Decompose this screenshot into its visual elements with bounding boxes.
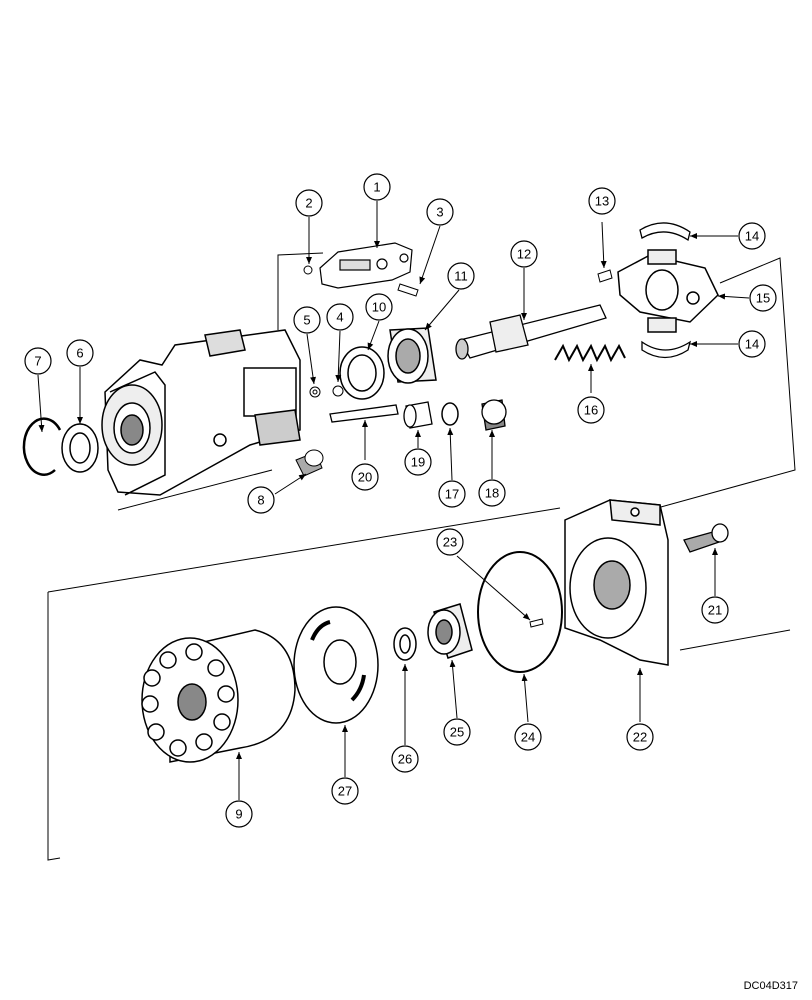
callout-9: 9	[235, 807, 242, 822]
lower-plane-outline	[47, 507, 791, 861]
ring-part-17	[441, 402, 459, 426]
callout-13: 13	[595, 194, 609, 209]
screw-part-3	[397, 283, 419, 297]
callout-4: 4	[336, 310, 343, 325]
ring-part-26	[393, 627, 417, 661]
valve-plate-part-27	[293, 606, 379, 724]
ring-part-10	[339, 346, 385, 400]
drawing-code: DC04D317	[743, 980, 798, 992]
plug-part-2	[303, 265, 313, 275]
callout-8: 8	[257, 493, 264, 508]
bearing-part-11	[387, 327, 437, 384]
callout-15: 15	[756, 291, 770, 306]
control-valve-part	[319, 242, 413, 289]
callout-25: 25	[450, 725, 464, 740]
pin-part-4	[332, 385, 344, 397]
callout-14-lower: 14	[745, 337, 759, 352]
fitting-part-21	[683, 523, 729, 553]
callout-16: 16	[584, 403, 598, 418]
callout-5: 5	[303, 313, 310, 328]
callout-7: 7	[34, 354, 41, 369]
callout-11: 11	[454, 269, 468, 284]
callout-27: 27	[338, 784, 352, 799]
screw-part-13	[597, 269, 613, 283]
ring-part-5	[309, 386, 321, 398]
bush-part-14-upper	[639, 222, 691, 242]
spring-part-16	[554, 343, 626, 363]
upper-plane-outline	[117, 252, 796, 511]
port-block-part-22	[564, 499, 669, 666]
seal-ring-part-6	[61, 423, 99, 473]
callout-19: 19	[411, 455, 425, 470]
o-ring-part-24	[477, 551, 563, 673]
snap-ring-part-7	[22, 417, 62, 476]
callout-22: 22	[633, 730, 647, 745]
bearing-part-25	[427, 603, 473, 659]
callout-20: 20	[358, 470, 372, 485]
callout-12: 12	[517, 247, 531, 262]
cylinder-block-part-9	[141, 629, 296, 763]
callout-17: 17	[445, 487, 459, 502]
callout-26: 26	[398, 752, 412, 767]
swashplate-part-15	[617, 249, 719, 333]
pump-housing-part	[101, 329, 301, 496]
pin-part-23	[529, 618, 544, 628]
bush-part-19	[403, 401, 433, 429]
callout-14-upper: 14	[745, 229, 759, 244]
callout-1: 1	[373, 180, 380, 195]
callout-21: 21	[708, 603, 722, 618]
callout-23: 23	[443, 535, 457, 550]
drive-shaft-part-12	[455, 304, 607, 360]
plug-part-18	[481, 399, 507, 431]
pin-part-20	[329, 404, 399, 423]
callout-6: 6	[76, 346, 83, 361]
bush-part-14-lower	[641, 340, 692, 359]
callout-circles	[24, 173, 777, 828]
callout-2: 2	[305, 196, 312, 211]
callout-24: 24	[521, 730, 535, 745]
leader-lines	[37, 201, 750, 800]
callout-10: 10	[372, 300, 386, 315]
fitting-part-8	[295, 449, 324, 477]
callout-3: 3	[436, 205, 443, 220]
callout-18: 18	[485, 486, 499, 501]
